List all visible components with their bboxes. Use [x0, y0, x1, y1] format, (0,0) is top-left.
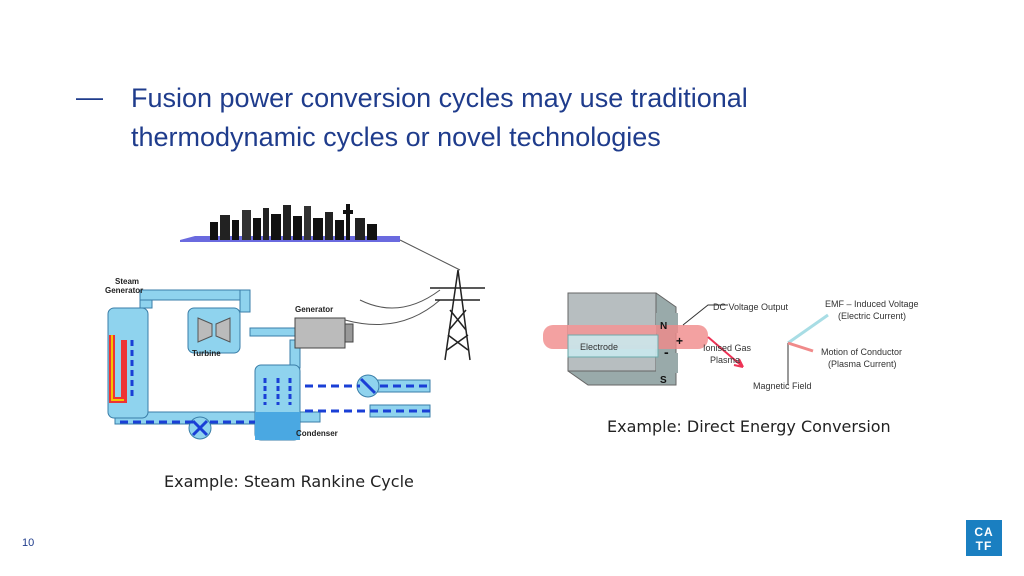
direct-energy-conversion-diagram: DC Voltage Output EMF – Induced Voltage …: [543, 292, 919, 391]
condenser-icon: [254, 364, 301, 441]
ionised-gas-label: Ionised Gas: [703, 343, 752, 353]
plus-sign: +: [676, 334, 683, 348]
steam-generator-label: Steam: [115, 277, 139, 286]
city-skyline-icon: [180, 204, 400, 242]
dc-output-label: DC Voltage Output: [713, 302, 789, 312]
slide-title: Fusion power conversion cycles may use t…: [131, 83, 748, 152]
direct-conversion-caption: Example: Direct Energy Conversion: [607, 417, 891, 436]
logo-text-top: CA: [974, 525, 994, 539]
page-number: 10: [22, 537, 35, 549]
emf-label: EMF – Induced Voltage: [825, 299, 919, 309]
bullet-dash: —: [76, 82, 103, 112]
motion-label: Motion of Conductor: [821, 347, 902, 357]
logo-text-bottom: TF: [975, 539, 993, 553]
plasma-label: Plasma: [710, 355, 740, 365]
steam-generator-icon: [107, 307, 149, 419]
rankine-caption: Example: Steam Rankine Cycle: [164, 472, 414, 491]
magnetic-field-label: Magnetic Field: [753, 381, 812, 391]
turbine-icon: [187, 307, 241, 354]
motion-label-2: (Plasma Current): [828, 359, 897, 369]
north-pole-label: N: [660, 321, 667, 332]
minus-sign: -: [664, 344, 669, 360]
catf-logo: CA TF: [966, 520, 1002, 556]
emf-label-2: (Electric Current): [838, 311, 906, 321]
generator-icon: [294, 317, 354, 349]
rankine-cycle-diagram: Steam Generator Generator Turbine Conden…: [105, 204, 485, 441]
turbine-label: Turbine: [192, 349, 221, 358]
generator-label: Generator: [295, 305, 333, 314]
south-pole-label: S: [660, 375, 667, 386]
transmission-tower-icon: [430, 269, 485, 361]
steam-generator-label-2: Generator: [105, 286, 143, 295]
electrode-label: Electrode: [580, 342, 618, 352]
condenser-label: Condenser: [296, 429, 338, 438]
